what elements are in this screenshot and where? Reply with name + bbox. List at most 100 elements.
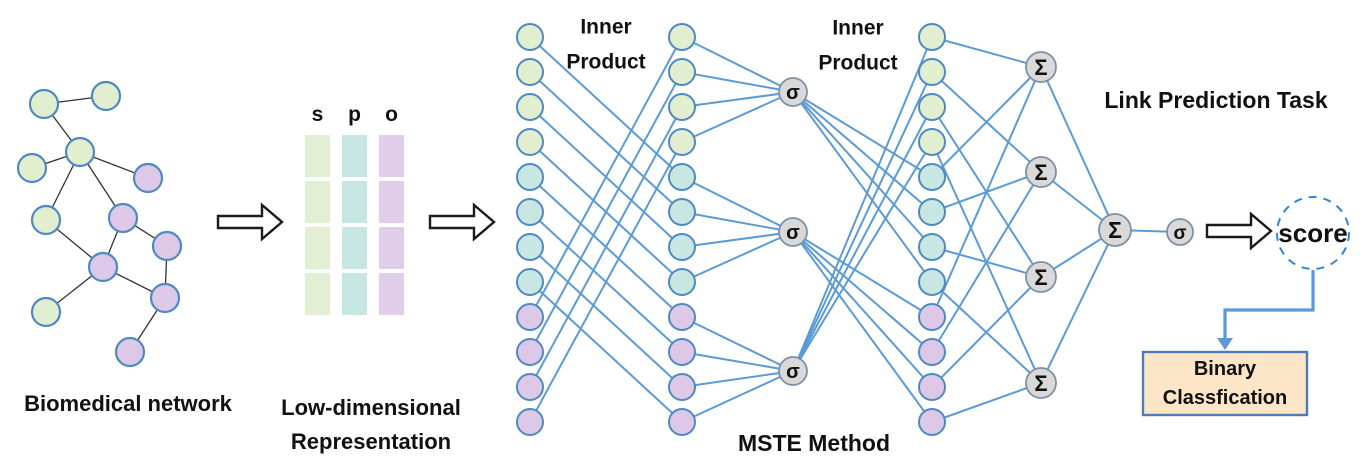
nn-node — [668, 163, 696, 191]
graph-node — [30, 204, 62, 236]
score-to-box-arrow — [1223, 270, 1315, 338]
sigma-node — [778, 356, 808, 386]
inner-product-label-1: Inner Product — [566, 15, 646, 73]
graph-caption: Biomedical network — [24, 390, 232, 416]
embedding-bar-segment — [379, 227, 404, 269]
graph-node — [28, 88, 60, 120]
nn-connection — [931, 171, 1042, 353]
sum-node — [1025, 261, 1057, 293]
nn-node — [668, 408, 696, 436]
mste-caption: MSTE Method — [737, 430, 891, 457]
nn-node — [516, 373, 544, 401]
sum-node — [1025, 156, 1057, 188]
embedding-column-label: p — [348, 103, 361, 126]
embedding-bar-segment — [342, 135, 367, 177]
task-caption: Link Prediction Task — [1104, 87, 1328, 114]
embedding-bar-segment — [342, 181, 367, 223]
nn-node — [516, 233, 544, 261]
nn-node — [516, 163, 544, 191]
graph-node — [114, 336, 146, 368]
nn-node — [668, 373, 696, 401]
nn-connection — [681, 370, 794, 388]
graph-node — [87, 251, 119, 283]
nn-node — [668, 303, 696, 331]
embedding-bar-segment — [342, 273, 367, 315]
final-sigma-node — [1166, 218, 1194, 246]
inner-product-label-2: Inner Product — [818, 16, 898, 74]
nn-connection — [792, 91, 933, 248]
nn-connection — [681, 231, 794, 283]
nn-node — [918, 93, 946, 121]
nn-connection — [931, 276, 1042, 388]
sigma-glyph: σ — [786, 82, 800, 104]
nn-node — [668, 268, 696, 296]
nn-connection — [792, 91, 933, 283]
nn-connection — [681, 211, 794, 233]
graph-node — [90, 80, 122, 112]
graph-node — [149, 282, 181, 314]
nn-connection — [792, 231, 933, 388]
embedding-bar-segment — [305, 227, 330, 269]
binary-classification-box — [1141, 350, 1309, 417]
nn-connection — [792, 141, 933, 372]
nn-node — [516, 128, 544, 156]
graph-node — [107, 202, 139, 234]
nn-node — [918, 128, 946, 156]
nn-connection — [681, 71, 794, 93]
nn-node — [668, 338, 696, 366]
embedding-bar-segment — [305, 181, 330, 223]
nn-connection — [792, 106, 933, 372]
nn-node — [918, 163, 946, 191]
nn-node — [918, 58, 946, 86]
graph-node — [151, 230, 183, 262]
nn-connection — [1040, 66, 1116, 231]
nn-node — [516, 58, 544, 86]
nn-node — [516, 408, 544, 436]
nn-node — [668, 198, 696, 226]
embedding-bar-segment — [305, 273, 330, 315]
nn-connection — [792, 71, 933, 372]
nn-connection — [681, 370, 794, 423]
nn-node — [918, 198, 946, 226]
nn-connection — [931, 66, 1042, 318]
nn-node — [516, 338, 544, 366]
nn-connection — [681, 231, 794, 248]
score-circle — [1276, 196, 1350, 270]
nn-connection — [792, 36, 933, 372]
embedding-bar-segment — [305, 135, 330, 177]
nn-node — [668, 233, 696, 261]
nn-node — [516, 23, 544, 51]
graph-node — [64, 136, 96, 168]
nn-connection — [1040, 229, 1116, 384]
nn-connection — [681, 176, 794, 233]
graph-node — [16, 152, 48, 184]
nn-connection — [681, 91, 794, 143]
nn-connection — [529, 281, 683, 423]
embedding-caption: Low-dimensional Representation — [281, 391, 461, 459]
sum-glyph: Σ — [1034, 55, 1047, 80]
nn-connection — [529, 36, 683, 318]
nn-node — [918, 233, 946, 261]
nn-connection — [529, 141, 683, 423]
nn-connection — [792, 91, 933, 213]
sum-node — [1025, 51, 1057, 83]
embedding-bar-segment — [342, 227, 367, 269]
nn-connection — [792, 231, 933, 353]
nn-connection — [931, 382, 1042, 423]
embedding-bar-segment — [379, 135, 404, 177]
nn-connection — [529, 246, 683, 388]
nn-node — [918, 23, 946, 51]
embedding-column-label: o — [385, 103, 398, 126]
nn-node — [668, 93, 696, 121]
nn-connection — [931, 66, 1042, 178]
sigma-node — [778, 217, 808, 247]
nn-node — [668, 58, 696, 86]
nn-connection — [792, 231, 933, 318]
sum-glyph: Σ — [1034, 160, 1047, 185]
graph-node — [30, 296, 62, 328]
nn-node — [918, 303, 946, 331]
sum-glyph: Σ — [1034, 371, 1047, 396]
flow-arrow — [216, 202, 284, 242]
